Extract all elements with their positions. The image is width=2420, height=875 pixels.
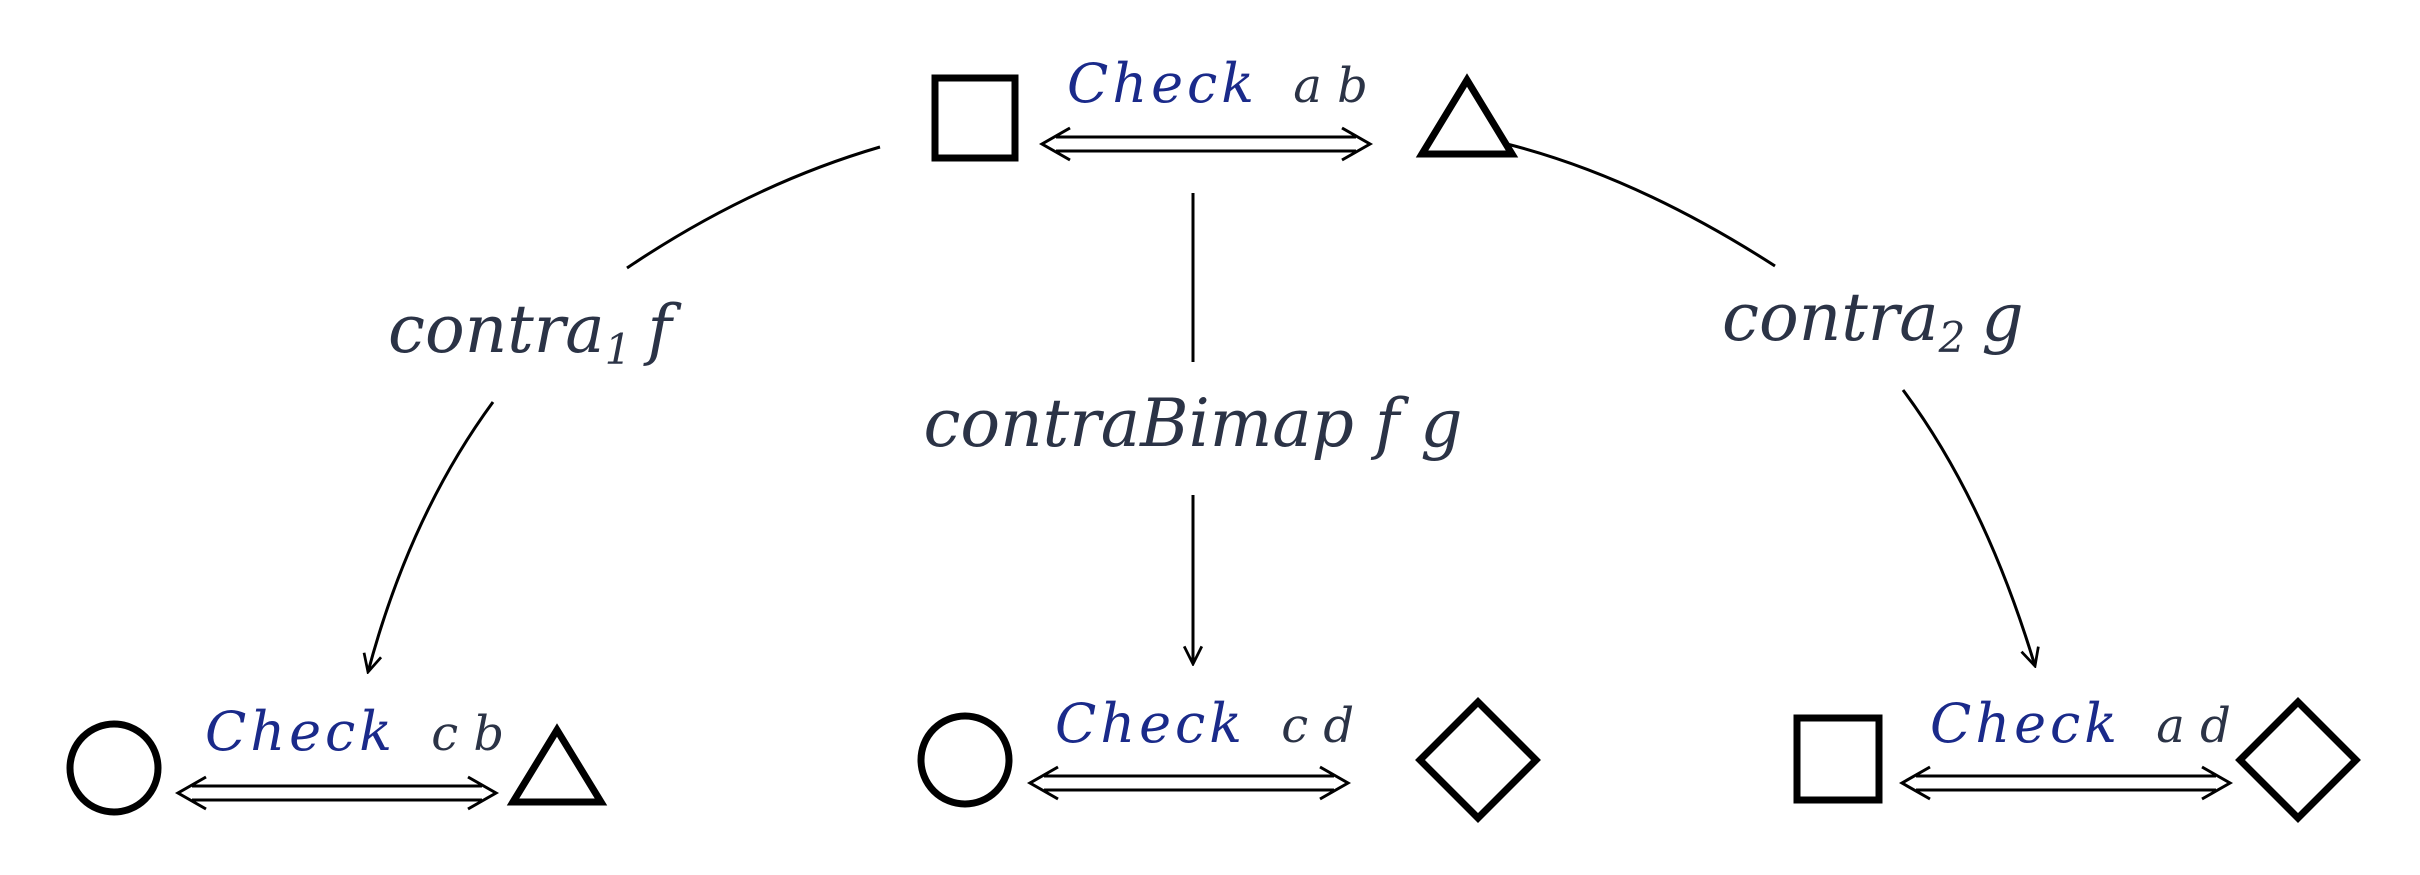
square-icon <box>931 74 1019 162</box>
bottom-right-double-arrow <box>1898 765 2234 801</box>
bottom-center-double-arrow <box>1026 765 1352 801</box>
bottom-center-check-word: Check <box>1055 692 1246 755</box>
left-edge-arrow <box>368 401 495 672</box>
bottom-right-check-vars: a d <box>2156 698 2231 754</box>
svg-text:Check c d: Check c d <box>1055 692 1354 755</box>
svg-text:Check a b: Check a b <box>1067 52 1368 115</box>
bottom-left-node: Check c b <box>66 700 608 816</box>
bottom-left-check-vars: c b <box>431 706 504 762</box>
bottom-left-check-word: Check <box>205 700 396 763</box>
right-edge-arrow <box>1901 389 2035 666</box>
diamond-icon <box>2235 697 2361 823</box>
top-double-arrow <box>1038 126 1374 162</box>
bottom-right-check-word: Check <box>1930 692 2121 755</box>
center-edge-label: contraBimap f g <box>923 385 1462 462</box>
top-node: Check a b <box>931 52 1519 162</box>
triangle-icon <box>1415 73 1519 158</box>
right-edge-upper <box>1506 142 1776 268</box>
left-edge-upper <box>626 145 881 270</box>
square-icon <box>1793 714 1883 804</box>
svg-text:Check a d: Check a d <box>1930 692 2231 755</box>
top-check-vars: a b <box>1293 58 1368 114</box>
bottom-right-node: Check a d <box>1793 692 2361 823</box>
circle-icon <box>66 720 162 816</box>
bottom-left-double-arrow <box>174 775 500 811</box>
triangle-icon <box>506 723 608 806</box>
svg-text:Check c b: Check c b <box>205 700 504 763</box>
bottom-center-node: Check c d <box>917 692 1541 823</box>
bottom-center-check-vars: c d <box>1281 698 1354 754</box>
diamond-icon <box>1415 697 1541 823</box>
circle-icon <box>917 712 1013 808</box>
top-check-word: Check <box>1067 52 1258 115</box>
